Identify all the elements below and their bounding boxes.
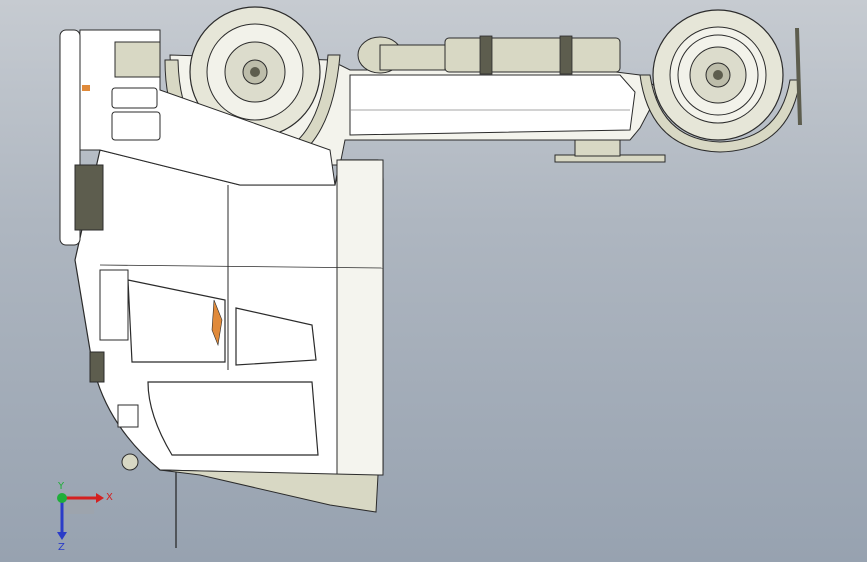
rear-mudflap[interactable] (795, 27, 802, 126)
y-axis-label: Y (57, 481, 65, 492)
headlamp-cluster[interactable] (82, 41, 161, 141)
x-axis-arrowhead (96, 493, 104, 503)
x-axis-label: X (106, 492, 113, 503)
coordinate-triad[interactable]: X Y Z (40, 480, 120, 550)
y-axis-dot (57, 493, 67, 503)
steering-detail (211, 299, 223, 347)
z-axis-arrowhead (57, 532, 67, 540)
front-wheel[interactable] (189, 6, 321, 138)
air-tank[interactable] (357, 36, 446, 74)
fuel-tank[interactable] (444, 35, 621, 75)
front-grille[interactable] (59, 29, 139, 471)
door-window[interactable] (127, 279, 226, 363)
rear-wheel[interactable] (652, 9, 784, 141)
z-axis-label: Z (58, 542, 65, 550)
lower-door-panel[interactable] (147, 381, 319, 456)
fifth-wheel-plate[interactable] (554, 139, 666, 163)
side-skirt[interactable] (159, 469, 379, 513)
triad-shadow (62, 492, 95, 514)
rear-cab-window[interactable] (235, 307, 317, 366)
